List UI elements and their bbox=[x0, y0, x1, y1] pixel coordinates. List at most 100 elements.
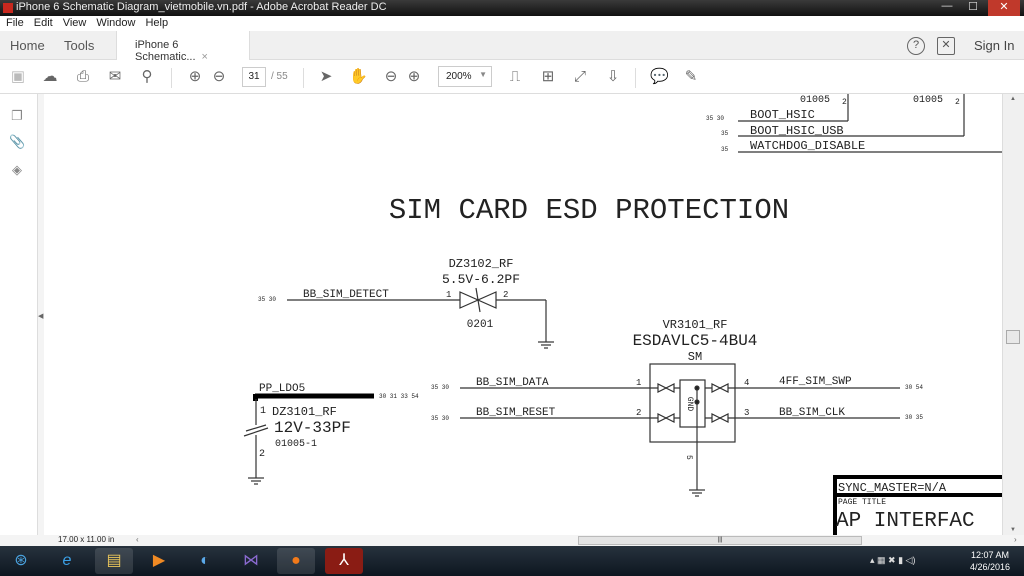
net-bb-sim-clk: BB_SIM_CLK bbox=[779, 407, 845, 419]
svg-text:35 30: 35 30 bbox=[258, 296, 276, 303]
scroll-mode-icon[interactable]: ⇩ bbox=[606, 68, 620, 85]
toolbar: ▣ ☁ ⎙ ✉ ⚲ ⊕ ⊖ 31 / 55 ➤ ✋ ⊖ ⊕ 200%▼ ⎍ ⊞ … bbox=[0, 60, 1024, 94]
close-tab-icon[interactable]: × bbox=[201, 51, 208, 63]
svg-text:01005: 01005 bbox=[800, 95, 830, 106]
collapse-panel-handle[interactable]: ◀ bbox=[38, 94, 44, 535]
svg-text:35: 35 bbox=[721, 130, 729, 137]
svg-text:2: 2 bbox=[842, 98, 847, 107]
schematic-page: 01005 2 01005 2 35 30 BOOT_HSIC 35 BOOT_… bbox=[243, 94, 1007, 539]
fit-width-icon[interactable]: ⎍ bbox=[509, 68, 521, 85]
tab-document[interactable]: iPhone 6 Schematic...× bbox=[116, 31, 250, 63]
highlight-pen-icon[interactable]: ✎ bbox=[684, 68, 698, 85]
net-pp-ldo5: PP_LDO5 bbox=[259, 383, 305, 395]
horizontal-scroll-thumb[interactable]: ||| bbox=[578, 536, 862, 545]
svg-text:01005: 01005 bbox=[913, 95, 943, 106]
net-boot-hsic-usb: BOOT_HSIC_USB bbox=[750, 124, 844, 138]
svg-text:2: 2 bbox=[503, 290, 508, 300]
comment-icon[interactable]: 💬 bbox=[650, 68, 669, 85]
minimize-button[interactable]: — bbox=[941, 0, 953, 12]
section-title: SIM CARD ESD PROTECTION bbox=[389, 194, 789, 227]
menu-help[interactable]: Help bbox=[145, 17, 169, 29]
dz3102-diode: DZ3102_RF 5.5V-6.2PF 35 30 BB_SIM_DETECT… bbox=[258, 257, 554, 349]
svg-text:2: 2 bbox=[636, 408, 641, 418]
chevron-down-icon: ▼ bbox=[479, 70, 487, 79]
svg-text:35 30: 35 30 bbox=[706, 115, 724, 122]
net-boot-hsic: BOOT_HSIC bbox=[750, 108, 815, 122]
svg-text:SYNC_MASTER=N/A: SYNC_MASTER=N/A bbox=[838, 481, 947, 495]
title-block: SYNC_MASTER=N/A PAGE TITLE AP INTERFAC bbox=[833, 475, 1007, 539]
net-bb-sim-detect: BB_SIM_DETECT bbox=[303, 289, 389, 301]
acrobat-icon bbox=[3, 3, 13, 13]
hand-tool-icon[interactable]: ✋ bbox=[349, 68, 368, 85]
visual-studio-icon[interactable]: ⋈ bbox=[243, 552, 259, 569]
mobile-link-icon[interactable]: ✕ bbox=[937, 37, 955, 55]
vertical-scrollbar[interactable]: ▲ ▼ bbox=[1002, 94, 1024, 535]
media-player-icon[interactable]: ▶ bbox=[152, 552, 166, 569]
boot-nets: 01005 2 01005 2 35 30 BOOT_HSIC 35 BOOT_… bbox=[706, 94, 1002, 153]
svg-text:3: 3 bbox=[744, 408, 749, 418]
help-icon[interactable]: ? bbox=[907, 37, 925, 55]
tab-tools[interactable]: Tools bbox=[64, 38, 95, 53]
zoom-in-icon[interactable]: ⊕ bbox=[407, 68, 421, 85]
tab-home[interactable]: Home bbox=[10, 38, 45, 53]
attachments-icon[interactable]: 📎 bbox=[9, 134, 26, 149]
left-panel: ❐ 📎 ◈ bbox=[0, 94, 38, 535]
audio-app-icon[interactable]: ◐ bbox=[200, 552, 210, 569]
svg-text:PAGE TITLE: PAGE TITLE bbox=[838, 498, 886, 507]
print-icon[interactable]: ⎙ bbox=[76, 68, 89, 85]
scroll-left-icon[interactable]: ‹ bbox=[136, 535, 139, 544]
net-watchdog-disable: WATCHDOG_DISABLE bbox=[750, 139, 865, 153]
status-bar: 17.00 x 11.00 in ‹ ||| › bbox=[0, 535, 1024, 546]
sign-in-link[interactable]: Sign In bbox=[974, 38, 1015, 53]
zoom-value: 200% bbox=[446, 71, 472, 82]
tray-icons[interactable]: ▴ ▦ ✖ ▮ ◁) bbox=[870, 555, 916, 565]
svg-text:30 31 33 54: 30 31 33 54 bbox=[379, 393, 419, 400]
scroll-right-icon[interactable]: › bbox=[1014, 535, 1017, 544]
maximize-button[interactable]: ☐ bbox=[968, 1, 978, 13]
previous-page-icon[interactable]: ⊕ bbox=[188, 68, 202, 85]
menu-bar: File Edit View Window Help bbox=[0, 16, 1024, 31]
vr3101-esd-array: VR3101_RF ESDAVLC5-4BU4 SM 35 30 BB_SIM_… bbox=[431, 318, 923, 497]
zoom-out-icon[interactable]: ⊖ bbox=[384, 68, 398, 85]
layers-icon[interactable]: ◈ bbox=[12, 162, 22, 177]
firefox-icon[interactable]: ● bbox=[277, 548, 315, 574]
title-bar: iPhone 6 Schematic Diagram_vietmobile.vn… bbox=[0, 0, 1024, 16]
menu-edit[interactable]: Edit bbox=[33, 17, 53, 29]
svg-text:1: 1 bbox=[260, 406, 266, 417]
page-thumbnails-icon[interactable]: ❐ bbox=[11, 108, 23, 123]
window-title: iPhone 6 Schematic Diagram_vietmobile.vn… bbox=[16, 1, 387, 13]
start-button[interactable]: ⊛ bbox=[14, 552, 28, 569]
search-icon[interactable]: ⚲ bbox=[141, 68, 153, 85]
select-arrow-icon[interactable]: ➤ bbox=[319, 68, 333, 85]
zoom-select[interactable]: 200% ▼ bbox=[438, 66, 492, 87]
close-button[interactable]: ✕ bbox=[988, 0, 1020, 16]
save-icon[interactable]: ▣ bbox=[10, 68, 26, 85]
svg-text:35 30: 35 30 bbox=[431, 415, 449, 422]
email-icon[interactable]: ✉ bbox=[108, 68, 122, 85]
page-size: 17.00 x 11.00 in bbox=[58, 535, 115, 544]
internet-explorer-icon[interactable]: e bbox=[62, 552, 72, 569]
pp-ldo5-and-dz3101: PP_LDO5 30 31 33 54 1 DZ3101_RF 12V-33PF… bbox=[243, 383, 419, 485]
svg-text:DZ3102_RF: DZ3102_RF bbox=[449, 257, 514, 271]
full-screen-icon[interactable]: ⤢ bbox=[573, 68, 586, 85]
file-explorer-icon[interactable]: ▤ bbox=[95, 548, 133, 574]
svg-text:ESDAVLC5-4BU4: ESDAVLC5-4BU4 bbox=[633, 332, 758, 350]
svg-text:2: 2 bbox=[259, 449, 265, 460]
menu-window[interactable]: Window bbox=[96, 17, 136, 29]
svg-text:VR3101_RF: VR3101_RF bbox=[663, 318, 728, 332]
net-bb-sim-reset: BB_SIM_RESET bbox=[476, 407, 556, 419]
svg-text:5: 5 bbox=[684, 455, 693, 460]
next-page-icon[interactable]: ⊖ bbox=[212, 68, 226, 85]
page-number-input[interactable]: 31 bbox=[242, 67, 266, 87]
acrobat-taskbar-icon[interactable]: ⅄ bbox=[325, 548, 363, 574]
menu-file[interactable]: File bbox=[6, 17, 24, 29]
svg-text:5.5V-6.2PF: 5.5V-6.2PF bbox=[442, 272, 520, 287]
svg-text:35 30: 35 30 bbox=[431, 384, 449, 391]
svg-text:1: 1 bbox=[446, 290, 451, 300]
vertical-scroll-thumb[interactable] bbox=[1006, 330, 1020, 344]
menu-view[interactable]: View bbox=[62, 17, 87, 29]
upload-cloud-icon[interactable]: ☁ bbox=[42, 68, 58, 85]
document-view: 01005 2 01005 2 35 30 BOOT_HSIC 35 BOOT_… bbox=[44, 94, 1007, 539]
fit-page-icon[interactable]: ⊞ bbox=[541, 68, 555, 85]
